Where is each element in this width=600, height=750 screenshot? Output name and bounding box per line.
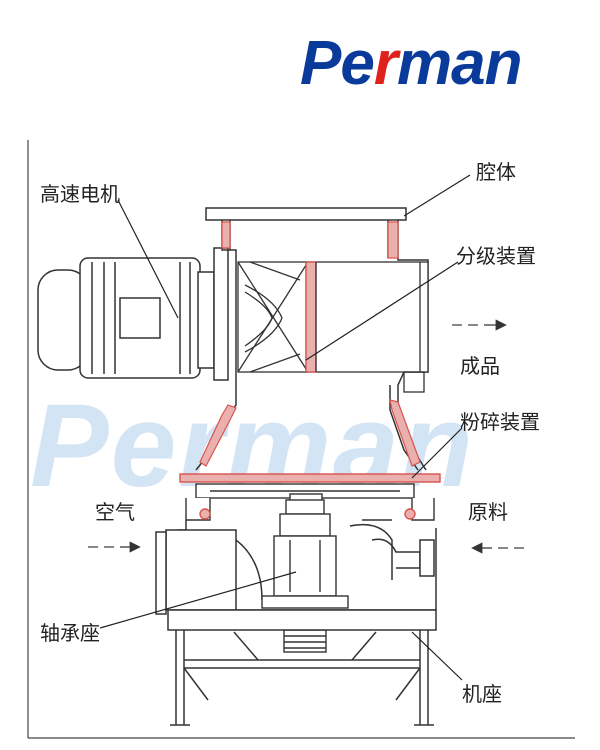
label-cavity: 腔体 — [476, 160, 516, 184]
label-machine-base: 机座 — [462, 682, 502, 706]
leader-lines — [99, 174, 471, 681]
label-air: 空气 — [95, 500, 135, 524]
machine-base — [167, 609, 437, 726]
high-speed-motor — [37, 247, 229, 381]
label-product: 成品 — [460, 354, 500, 378]
crusher-device — [179, 473, 441, 521]
label-motor: 高速电机 — [40, 182, 120, 206]
label-crusher: 粉碎装置 — [460, 410, 540, 434]
leader-machine-base — [411, 631, 463, 681]
leader-bearing-seat — [99, 571, 297, 629]
leader-crusher — [411, 427, 463, 479]
label-classifier: 分级装置 — [456, 244, 536, 268]
logo-text: Perman — [300, 29, 522, 98]
lower-housing — [155, 519, 437, 615]
perman-logo: Perman — [300, 28, 590, 98]
leader-classifier — [305, 261, 459, 361]
leader-motor — [117, 199, 179, 319]
leader-cavity — [403, 174, 471, 217]
classifier-device — [237, 261, 429, 393]
label-raw-material: 原料 — [468, 500, 508, 524]
label-bearing-seat: 轴承座 — [40, 621, 100, 645]
